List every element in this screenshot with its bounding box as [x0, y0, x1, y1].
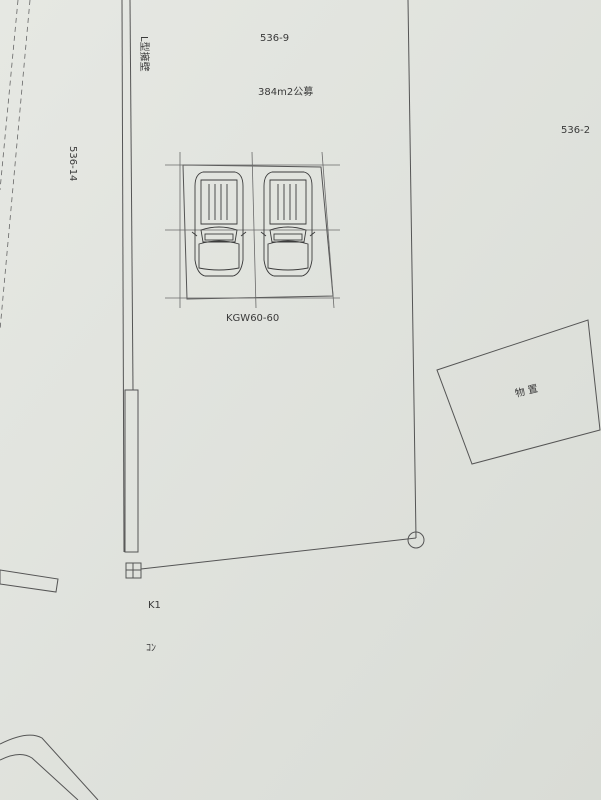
k1-grid-marker: [125, 562, 142, 579]
road-edge-outer: [0, 734, 99, 800]
boundary-corner-marker: [407, 531, 425, 549]
property-boundary: [140, 0, 425, 570]
lot-label-west: 536-14: [67, 146, 78, 181]
lot-label-north: 536-9: [260, 33, 289, 44]
car-2: [260, 171, 316, 277]
retaining-wall: [121, 0, 139, 553]
lot-area-label: 384m2公募: [258, 85, 313, 98]
west-dashed-boundary-outer: [0, 0, 31, 331]
west-dashed-boundary-inner: [0, 0, 19, 191]
adjacent-structure-left: [0, 569, 59, 593]
car-1: [191, 171, 247, 277]
carport-model-label: KGW60-60: [226, 313, 279, 324]
storage-shed-outline: [436, 319, 601, 465]
lot-label-east: 536-2: [561, 125, 590, 136]
road-edge-inner: [0, 754, 79, 800]
carport-frame: [165, 151, 340, 309]
note-label: ｺﾝ: [146, 643, 156, 654]
k1-label: K1: [148, 600, 161, 611]
wall-note-label: L型擁壁: [138, 36, 151, 72]
